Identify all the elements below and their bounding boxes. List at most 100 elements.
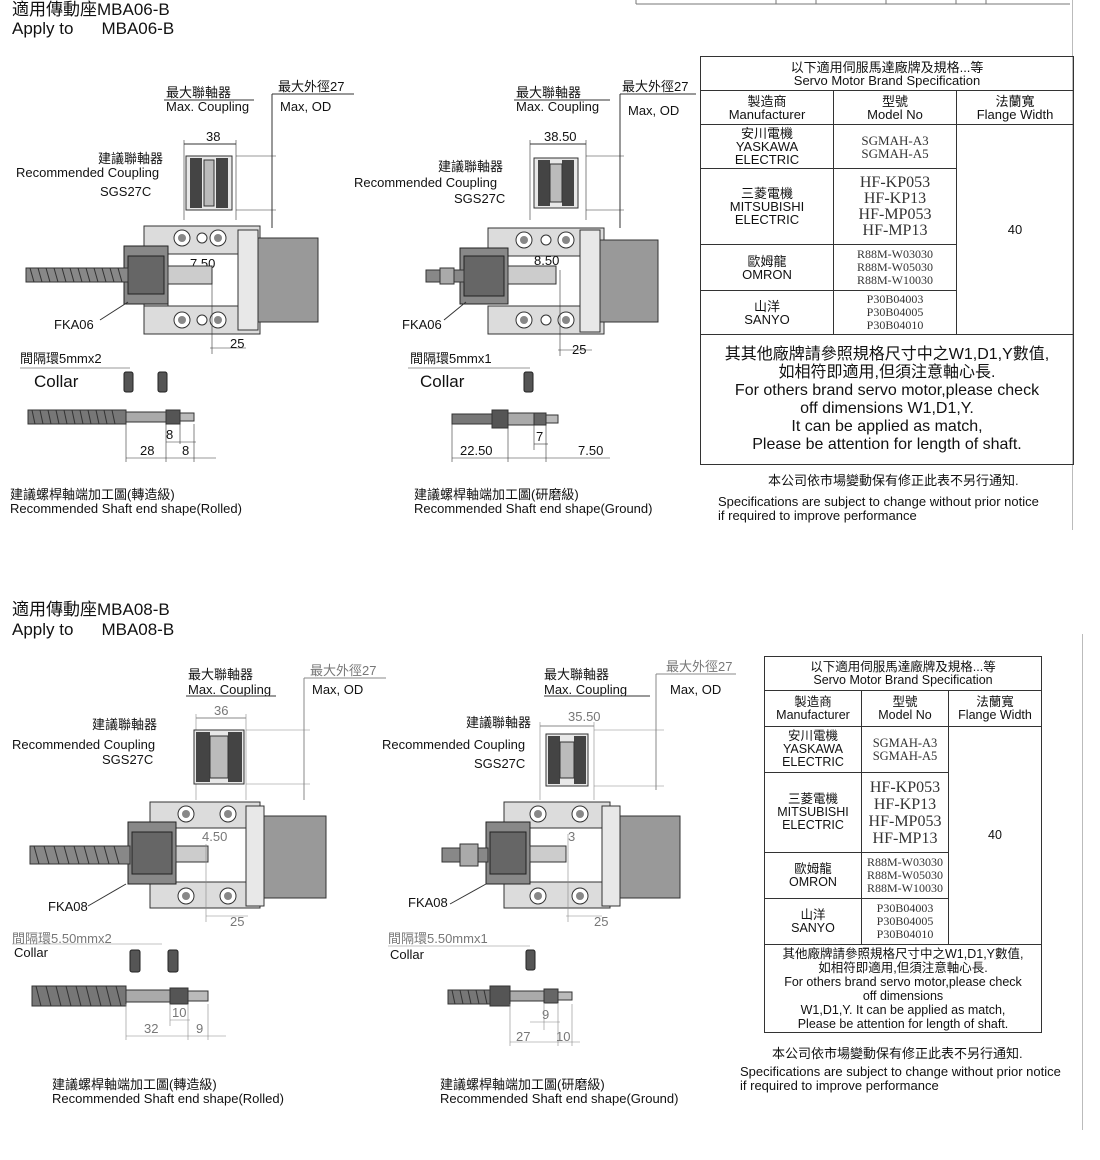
rec-coupling-label-en: Recommended Coupling — [12, 737, 156, 752]
bottom-dim: 25 — [230, 914, 245, 929]
shaft-dim-2: 32 — [144, 1021, 159, 1036]
notice-zh: 本公司依市場變動保有修正此表不另行通知. — [768, 473, 1019, 488]
table-footnote: 其他廠牌請參照規格尺寸中之W1,D1,Y數值,如相符即適用,但須注意軸心長.Fo… — [764, 944, 1042, 1033]
shaft-end-icon — [27, 409, 195, 425]
max-od-label-zh: 最大外徑27 — [310, 663, 377, 678]
motor-icon — [257, 237, 319, 323]
shaft-dim-3: 9 — [196, 1021, 204, 1036]
shaft-dim-2: 27 — [516, 1029, 531, 1044]
right-margin-line — [1082, 634, 1083, 1130]
ball-screw-icon — [441, 843, 489, 867]
collar-label-en: Collar — [14, 945, 48, 960]
rec-coupling-label-zh: 建議聯軸器 — [92, 717, 158, 732]
bearing-block-icon — [459, 247, 557, 305]
fixed-unit-label: FKA06 — [402, 317, 442, 332]
bearing-block-icon — [127, 821, 209, 885]
bottom-dim: 25 — [230, 336, 245, 351]
coupling-width-dim: 38.50 — [544, 129, 577, 144]
shaft-dim-2: 28 — [140, 443, 155, 458]
shaft-end-icon — [31, 985, 209, 1007]
collar-label-zh: 間隔環5.50mmx2 — [12, 931, 112, 946]
caption-zh: 建議螺桿軸端加工圖(轉造級) — [10, 487, 175, 502]
inner-dim: 4.50 — [202, 829, 228, 844]
assembly-drawing-rolled — [20, 93, 354, 462]
max-coupling-label-en: Max. Coupling — [516, 99, 600, 114]
caption-zh: 建議螺桿軸端加工圖(研磨級) — [414, 487, 579, 502]
rec-coupling-label-en: Recommended Coupling — [354, 175, 498, 190]
shaft-dim-3: 7.50 — [578, 443, 604, 458]
notice-en-1: Specifications are subject to change wit… — [718, 494, 1039, 509]
motor-icon — [619, 815, 681, 899]
ball-screw-icon — [25, 267, 129, 283]
shaft-dim-1: 8 — [166, 427, 174, 442]
top-border-lines — [635, 0, 1070, 5]
motor-icon — [263, 815, 327, 899]
flange-width-value: 40 — [956, 124, 1074, 335]
inner-dim: 3 — [568, 829, 576, 844]
max-od-label-zh: 最大外徑27 — [278, 79, 345, 94]
shaft-dim-1: 7 — [536, 429, 544, 444]
coupling-icon — [533, 157, 579, 209]
max-od-label-zh: 最大外徑27 — [666, 659, 733, 674]
bottom-dim: 25 — [572, 342, 587, 357]
ball-screw-icon — [29, 845, 131, 865]
collar-label-en: Collar — [34, 372, 79, 391]
coupling-width-dim: 35.50 — [568, 709, 601, 724]
max-od-label-en: Max, OD — [628, 103, 680, 118]
max-coupling-label-zh: 最大聯軸器 — [188, 667, 254, 682]
caption-en: Recommended Shaft end shape(Ground) — [440, 1091, 679, 1106]
fixed-unit-label: FKA08 — [408, 895, 448, 910]
max-coupling-label-zh: 最大聯軸器 — [166, 85, 232, 100]
rec-coupling-label-zh: 建議聯軸器 — [438, 159, 504, 174]
coupling-width-dim: 36 — [214, 703, 229, 718]
max-od-label-en: Max, OD — [670, 682, 722, 697]
max-od-label-en: Max, OD — [312, 682, 364, 697]
notice-en-2: if required to improve performance — [718, 508, 917, 523]
max-coupling-label-en: Max. Coupling — [544, 682, 628, 697]
coupling-icon — [545, 733, 589, 787]
collar-icon — [129, 949, 141, 973]
rec-coupling-model: SGS27C — [454, 191, 506, 206]
collar-icon — [523, 371, 534, 393]
shaft-dim-3: 10 — [556, 1029, 571, 1044]
collar-icon — [525, 949, 536, 971]
max-coupling-label-en: Max. Coupling — [166, 99, 250, 114]
coupling-icon — [185, 155, 233, 211]
caption-en: Recommended Shaft end shape(Rolled) — [52, 1091, 284, 1106]
max-coupling-label-en: Max. Coupling — [188, 682, 272, 697]
motor-icon — [599, 239, 659, 323]
rec-coupling-model: SGS27C — [474, 756, 526, 771]
collar-label-zh: 間隔環5.50mmx1 — [388, 931, 488, 946]
max-coupling-label-zh: 最大聯軸器 — [544, 667, 610, 682]
collar-icon — [167, 949, 179, 973]
max-od-label-zh: 最大外徑27 — [622, 79, 689, 94]
notice-en-1: Specifications are subject to change wit… — [740, 1064, 1061, 1079]
collar-icon — [157, 371, 168, 393]
rec-coupling-label-en: Recommended Coupling — [16, 165, 160, 180]
max-coupling-label-zh: 最大聯軸器 — [516, 85, 582, 100]
base-frame-icon — [487, 227, 605, 335]
coupling-width-dim: 38 — [206, 129, 221, 144]
collar-label-zh: 間隔環5mmx2 — [20, 351, 102, 366]
caption-en: Recommended Shaft end shape(Rolled) — [10, 501, 242, 516]
notice-zh: 本公司依市場變動保有修正此表不另行通知. — [772, 1046, 1023, 1061]
collar-label-zh: 間隔環5mmx1 — [410, 351, 492, 366]
ball-screw-icon — [425, 267, 465, 285]
assembly-drawing-rolled — [12, 677, 386, 1040]
